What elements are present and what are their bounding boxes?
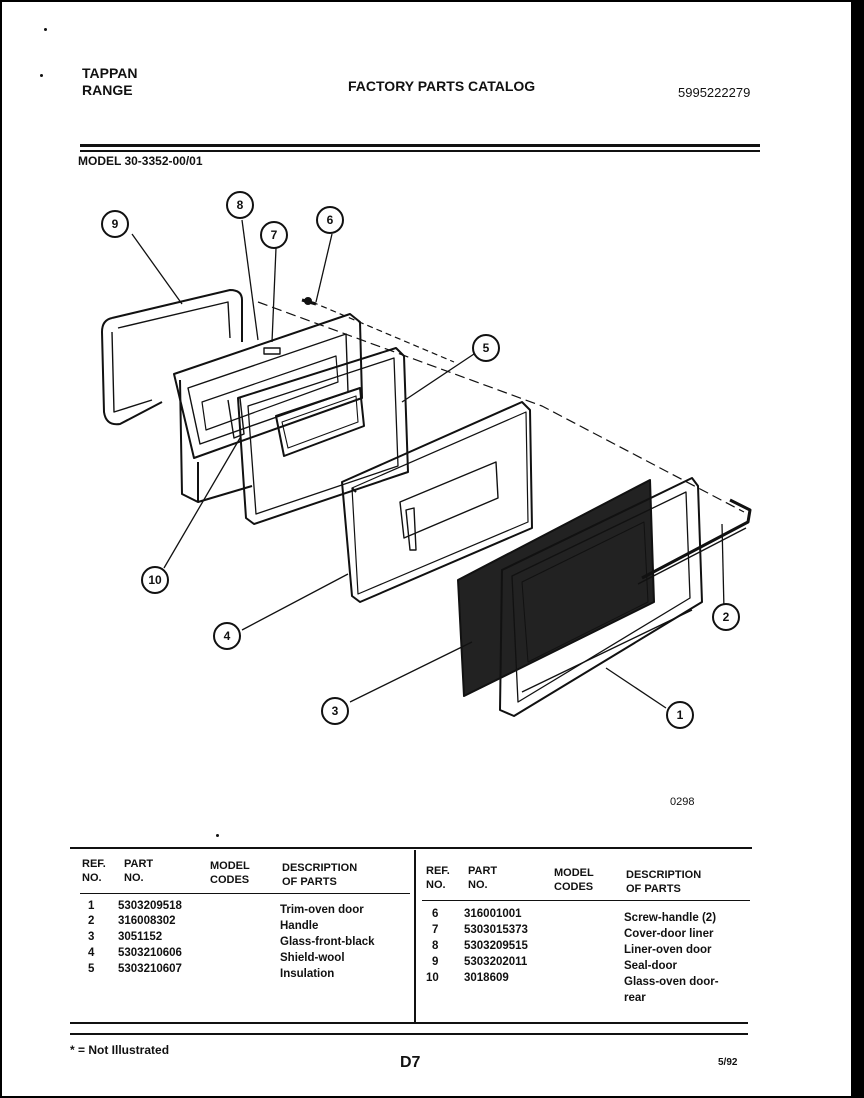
glass-oven-door-rear-part xyxy=(237,347,409,525)
right-desc-8: Liner-oven door xyxy=(624,944,712,956)
svg-text:2: 2 xyxy=(723,610,730,624)
hdr-part-2-right: NO. xyxy=(468,879,488,891)
left-part-5: 5303210607 xyxy=(118,963,182,975)
table-bottom-rule xyxy=(70,1022,748,1024)
callout-2: 2 xyxy=(712,603,740,631)
callout-7: 7 xyxy=(260,221,288,249)
hdr-model-1-right: MODEL xyxy=(554,867,594,879)
right-desc-6: Screw-handle (2) xyxy=(624,912,717,924)
hdr-model-2-right: CODES xyxy=(554,881,594,893)
header-rule-thick xyxy=(80,144,760,147)
right-part-7: 5303015373 xyxy=(464,924,528,936)
hdr-model-1: MODEL xyxy=(210,860,250,872)
right-desc-10-cont: rear xyxy=(624,992,646,1004)
left-part-2: 316008302 xyxy=(118,915,176,927)
svg-text:9: 9 xyxy=(112,217,119,231)
right-ref-9: 9 xyxy=(432,956,439,968)
right-desc-10: Glass-oven door- xyxy=(624,976,719,988)
right-part-9: 5303202011 xyxy=(464,956,528,968)
revision-date: 5/92 xyxy=(718,1057,738,1068)
insulation-part xyxy=(341,401,533,603)
brand-line1: TAPPAN xyxy=(82,65,138,81)
right-part-6: 316001001 xyxy=(464,908,522,920)
hdr-part-2: NO. xyxy=(124,872,144,884)
brand-line2: RANGE xyxy=(82,82,133,98)
left-ref-1: 1 xyxy=(88,900,95,912)
svg-text:6: 6 xyxy=(327,213,334,227)
left-part-3: 3051152 xyxy=(118,931,163,943)
hdr-desc-2-right: OF PARTS xyxy=(626,883,681,895)
svg-text:3: 3 xyxy=(332,704,339,718)
footer-rule xyxy=(70,1033,748,1035)
left-desc-3: Glass-front-black xyxy=(280,936,375,948)
hdr-part-1: PART xyxy=(124,858,154,870)
hdr-desc-1-right: DESCRIPTION xyxy=(626,869,702,881)
left-desc-4: Shield-wool xyxy=(280,952,345,964)
left-desc-5: Insulation xyxy=(280,968,335,980)
callout-3: 3 xyxy=(321,697,349,725)
left-ref-3: 3 xyxy=(88,931,95,943)
hdr-ref-2-right: NO. xyxy=(426,879,446,891)
right-part-8: 5303209515 xyxy=(464,940,528,952)
callout-9: 9 xyxy=(101,210,129,238)
right-part-10: 3018609 xyxy=(464,972,509,984)
left-header-rule xyxy=(80,893,410,894)
svg-text:8: 8 xyxy=(237,198,244,212)
handle-part xyxy=(641,498,752,580)
scan-speck xyxy=(40,74,43,77)
callout-4: 4 xyxy=(213,622,241,650)
left-ref-5: 5 xyxy=(88,963,95,975)
svg-text:4: 4 xyxy=(224,629,231,643)
image-code: 0298 xyxy=(670,796,695,808)
trim-oven-door-part xyxy=(499,477,703,717)
left-part-1: 5303209518 xyxy=(118,900,182,912)
callout-8: 8 xyxy=(226,191,254,219)
catalog-page: TAPPAN RANGE FACTORY PARTS CATALOG 59952… xyxy=(2,2,851,1096)
left-part-4: 5303210606 xyxy=(118,947,182,959)
hdr-model-2: CODES xyxy=(210,874,250,886)
right-ref-7: 7 xyxy=(432,924,439,936)
scan-speck xyxy=(44,28,47,31)
callout-1: 1 xyxy=(666,701,694,729)
exploded-parts-diagram: 9 8 7 6 5 10 4 3 1 2 xyxy=(101,191,752,729)
catalog-title: FACTORY PARTS CATALOG xyxy=(348,78,536,94)
hdr-ref-1-right: REF. xyxy=(426,865,450,877)
seal-door-part xyxy=(101,317,163,426)
hdr-desc-2: OF PARTS xyxy=(282,876,337,888)
header-rule-thin xyxy=(80,150,760,152)
right-ref-8: 8 xyxy=(432,940,439,952)
right-ref-10: 10 xyxy=(426,972,439,984)
callout-5: 5 xyxy=(472,334,500,362)
svg-text:5: 5 xyxy=(483,341,490,355)
callout-6: 6 xyxy=(316,206,344,234)
table-center-divider xyxy=(414,850,416,1022)
svg-text:7: 7 xyxy=(271,228,278,242)
callout-10: 10 xyxy=(141,566,169,594)
right-header-rule xyxy=(422,900,750,901)
not-illustrated-legend: * = Not Illustrated xyxy=(70,1043,170,1057)
svg-text:10: 10 xyxy=(148,573,162,587)
table-top-rule xyxy=(70,847,752,849)
left-desc-1: Trim-oven door xyxy=(280,904,364,916)
svg-text:1: 1 xyxy=(677,708,684,722)
scan-speck xyxy=(216,834,219,837)
catalog-number: 5995222279 xyxy=(678,85,751,100)
right-desc-7: Cover-door liner xyxy=(624,928,714,940)
hdr-ref-1: REF. xyxy=(82,858,106,870)
right-desc-9: Seal-door xyxy=(624,960,678,972)
model-number: MODEL 30-3352-00/01 xyxy=(78,154,203,168)
hdr-part-1-right: PART xyxy=(468,865,498,877)
left-desc-2: Handle xyxy=(280,920,319,932)
left-ref-2: 2 xyxy=(88,915,95,927)
right-ref-6: 6 xyxy=(432,908,439,920)
left-ref-4: 4 xyxy=(88,947,95,959)
hdr-ref-2: NO. xyxy=(82,872,102,884)
hdr-desc-1: DESCRIPTION xyxy=(282,862,358,874)
page-code: D7 xyxy=(400,1054,421,1071)
